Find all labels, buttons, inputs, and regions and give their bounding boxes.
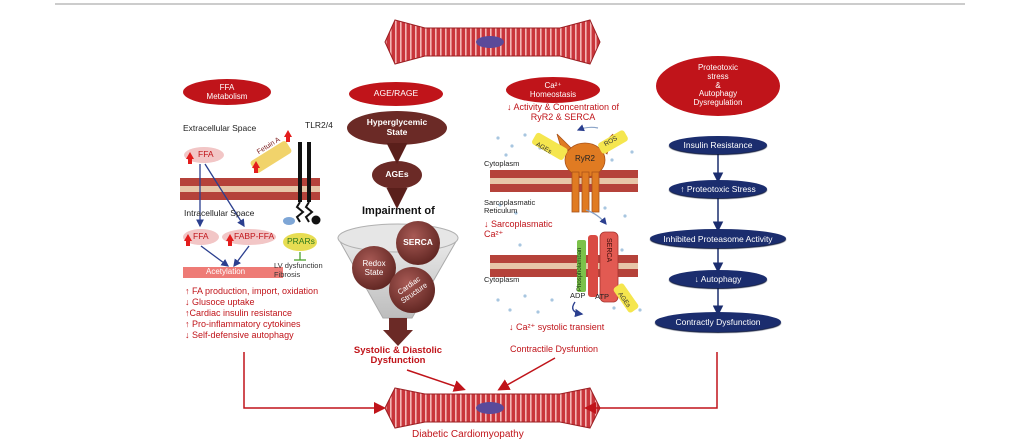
ffa-effect-2: ↓ Glusoce uptake xyxy=(185,297,255,307)
ca-title-pill xyxy=(506,77,600,103)
ryr2-channel-icon xyxy=(556,133,614,213)
ages-badge-2 xyxy=(613,283,639,313)
adp-label: ADP xyxy=(570,291,586,300)
ffa-effect-3: ↑Cardiac insulin resistance xyxy=(185,308,293,318)
convergence-arrows xyxy=(243,352,718,414)
footer-label: Diabetic Cardiomyopathy xyxy=(412,429,524,440)
ages-label: AGEs xyxy=(385,169,409,180)
prars-label: PRARs xyxy=(287,236,315,246)
serca-pump-label: SERCA xyxy=(605,238,612,263)
ffa-in-label: FFA xyxy=(193,231,209,241)
redox-ball xyxy=(352,246,396,290)
proteo-step-5: Contractly Dysfunction xyxy=(655,312,781,332)
lv-label: LV dysfunction xyxy=(274,261,323,270)
tlr-label: TLR2/4 xyxy=(305,120,333,130)
proteo-step-3: Inhibited Proteasome Activity xyxy=(650,229,786,248)
tlr-receptor-icon xyxy=(283,142,321,225)
cardiomyocyte-top-icon xyxy=(384,19,601,65)
extracellular-label: Extracellular Space xyxy=(183,123,257,133)
acetylation-bar xyxy=(183,267,283,278)
age-title-pill xyxy=(349,82,443,106)
cardiac-ball xyxy=(389,267,435,313)
atp-label: ATP xyxy=(595,292,610,301)
ages-pill xyxy=(372,161,422,189)
cell-membrane-1 xyxy=(180,178,320,200)
atp-cycle-arrow xyxy=(572,301,584,318)
proteo-step-1: Insulin Resistance xyxy=(669,136,767,154)
transient-label: ↓ Ca²⁺ systolic transient xyxy=(509,322,605,332)
ages-badge-1 xyxy=(532,132,568,160)
proteo-step-2: ↑ Proteotoxic Stress xyxy=(669,180,767,198)
hyperglycemic-pill xyxy=(347,111,447,145)
ffa-title-pill xyxy=(183,79,271,105)
ca-header: ↓ Activity & Concentration of RyR2 & SER… xyxy=(506,102,620,122)
ffa-up-arrows xyxy=(184,130,292,246)
proteo-title-pill xyxy=(656,56,780,116)
age-outcome-label: Systolic & Diastolic Dysfunction xyxy=(353,345,443,367)
ca-curved-arrow-1 xyxy=(585,209,607,225)
impairment-label: Impairment of xyxy=(362,205,435,217)
proteo-step-4: ↓ Autophagy xyxy=(669,270,767,288)
ffa-effect-4: ↑ Pro-inflammatory cytokines xyxy=(185,319,301,329)
ffa-out-label: FFA xyxy=(198,149,214,159)
hyperglycemic-label: Hyperglycemic State xyxy=(366,117,428,137)
sarco-ca-label: ↓ Sarcoplasmatic Ca²⁺ xyxy=(484,219,553,239)
ca-curved-arrow-2 xyxy=(576,124,599,132)
fetuin-badge xyxy=(250,141,292,173)
redox-label: Redox State xyxy=(362,258,386,277)
ffa-flow-arrows xyxy=(196,163,306,268)
ryr2-label: RyR2 xyxy=(575,154,596,163)
fabp-label: FABP-FFA xyxy=(234,231,275,241)
serca-pump-icon xyxy=(577,231,619,303)
ffa-effect-5: ↓ Self-defensive autophagy xyxy=(185,330,294,340)
reticulum-label: Sarcoplasmatic Reticulum xyxy=(484,198,536,216)
ros-badge xyxy=(598,130,628,154)
serca-ball xyxy=(396,221,440,265)
serca-ball-label: SERCA xyxy=(403,237,433,248)
intracellular-label: Intracellular Space xyxy=(184,208,255,218)
ca-outcome-label: Contractile Dysfuntion xyxy=(510,344,599,354)
phospholamban-label: Phospholamban xyxy=(577,247,583,291)
cardiomyocyte-bottom-icon xyxy=(384,387,601,429)
prars-pill xyxy=(283,233,317,251)
cell-membrane-2 xyxy=(490,170,638,192)
ca-title: Ca²⁺ Homeostasis xyxy=(529,80,577,99)
cytoplasm-top-label: Cytoplasm xyxy=(484,159,520,168)
cytoplasm-bottom-label: Cytoplasm xyxy=(484,275,520,284)
proteo-title: Proteotoxic stress & Autophagy Dysregula… xyxy=(693,62,743,108)
fabp-pill xyxy=(222,229,276,245)
ffa-title: FFA Metabolism xyxy=(206,82,248,101)
fibrosis-label: Fibrosis xyxy=(274,270,301,279)
acetylation-label: Acetylation xyxy=(206,267,246,276)
age-title: AGE/RAGE xyxy=(373,88,419,99)
ffa-effect-1: ↑ FA production, import, oxidation xyxy=(185,286,319,296)
